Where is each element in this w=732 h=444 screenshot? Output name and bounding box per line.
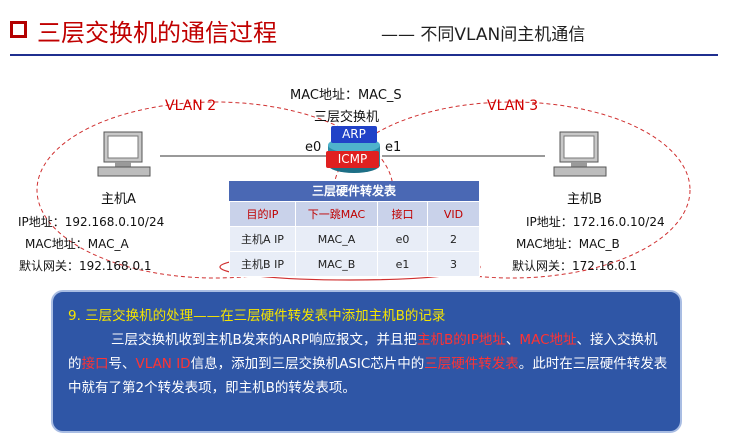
switch-mac-label: MAC地址：MAC_S [290, 88, 402, 103]
host-b-gateway: 默认网关：172.16.0.1 [512, 259, 637, 273]
note-text: 号、 [108, 356, 136, 372]
note-title: 9. 三层交换机的处理——在三层硬件转发表中添加主机B的记录 [68, 308, 446, 324]
table-header-cell: 下一跳MAC [295, 201, 378, 227]
bullet-square-icon [10, 21, 27, 38]
note-highlight: 三层硬件转发表 [424, 356, 519, 372]
table-header-row: 目的IP 下一跳MAC 接口 VID [229, 201, 480, 227]
table-cell: MAC_A [295, 226, 378, 252]
table-cell: 主机A IP [229, 226, 296, 252]
page-subtitle: —— 不同VLAN间主机通信 [381, 25, 586, 45]
icmp-tag: ICMP [326, 151, 379, 168]
table-row: 主机B IP MAC_B e1 3 [229, 251, 480, 277]
vlan-right-label: VLAN 3 [487, 98, 539, 114]
arp-tag: ARP [331, 126, 377, 143]
title-divider [10, 54, 718, 56]
note-text: 、 [505, 332, 520, 348]
vlan-left-label: VLAN 2 [165, 98, 217, 114]
switch-name-label: 三层交换机 [314, 110, 380, 125]
page-title: 三层交换机的通信过程 [37, 19, 277, 47]
table-cell: e0 [377, 226, 428, 252]
table-cell: 3 [427, 251, 480, 277]
table-cell: 2 [427, 226, 480, 252]
port-e0-label: e0 [305, 140, 322, 155]
note-body: 三层交换机收到主机B发来的ARP响应报文，并且把主机B的IP地址、MAC地址、接… [68, 328, 668, 400]
table-cell: e1 [377, 251, 428, 277]
table-title: 三层硬件转发表 [229, 181, 479, 201]
table-header-cell: VID [427, 201, 480, 227]
l3-forwarding-table: 三层硬件转发表 目的IP 下一跳MAC 接口 VID 主机A IP MAC_A … [229, 181, 480, 277]
host-b-ip: IP地址：172.16.0.10/24 [526, 215, 665, 229]
table-header-cell: 目的IP [229, 201, 296, 227]
note-highlight: VLAN ID [135, 356, 191, 372]
table-header-cell: 接口 [377, 201, 428, 227]
note-text: 。此时在三层硬件转发表中就有了第2个转发表项，即主机B的转发表项。 [68, 356, 668, 396]
host-b-computer-icon [553, 131, 607, 177]
host-b-name: 主机B [567, 192, 602, 207]
table-cell: MAC_B [295, 251, 378, 277]
host-a-computer-icon [97, 131, 151, 177]
note-highlight: 主机B的IP地址 [417, 332, 506, 348]
host-a-name: 主机A [101, 192, 136, 207]
port-e1-label: e1 [385, 140, 402, 155]
host-b-mac: MAC地址：MAC_B [516, 237, 620, 251]
note-text: 信息，添加到三层交换机ASIC芯片中的 [190, 356, 425, 372]
explanation-panel: 9. 三层交换机的处理——在三层硬件转发表中添加主机B的记录 三层交换机收到主机… [51, 290, 682, 433]
host-a-mac: MAC地址：MAC_A [25, 237, 129, 251]
title-bar: 三层交换机的通信过程 —— 不同VLAN间主机通信 [0, 0, 732, 60]
note-highlight: MAC地址 [519, 332, 577, 348]
host-a-ip: IP地址：192.168.0.10/24 [18, 215, 165, 229]
note-highlight: 接口 [81, 356, 109, 372]
table-row: 主机A IP MAC_A e0 2 [229, 226, 480, 252]
note-text: 、接入交换机的 [68, 332, 658, 372]
note-text: 三层交换机收到主机B发来的ARP响应报文，并且把 [111, 332, 418, 348]
host-a-gateway: 默认网关：192.168.0.1 [19, 259, 152, 273]
forwarding-table-grid: 目的IP 下一跳MAC 接口 VID 主机A IP MAC_A e0 2 主机B… [229, 201, 480, 277]
table-cell: 主机B IP [229, 251, 296, 277]
